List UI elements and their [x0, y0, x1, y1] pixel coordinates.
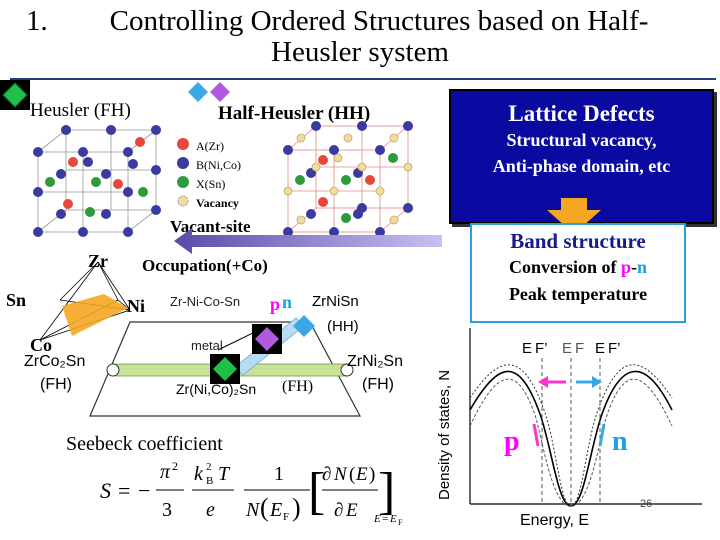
mid-tag: (FH) — [282, 378, 314, 395]
blue-diamond-icon — [293, 315, 315, 337]
svg-text:E: E — [373, 513, 381, 525]
left-formula: ZrCo₂Sn — [24, 353, 86, 370]
svg-text:3: 3 — [162, 499, 172, 521]
svg-text:1: 1 — [274, 463, 284, 485]
hh-tag: (HH) — [327, 318, 359, 335]
page-number: 26 — [640, 498, 653, 510]
svg-text:−: − — [138, 478, 150, 503]
right-formula: ZrNi₂Sn — [347, 353, 403, 370]
svg-text:[: [ — [308, 463, 325, 520]
dos-xlabel: Energy, E — [520, 512, 590, 529]
svg-text:e: e — [206, 499, 215, 521]
band-dash: - — [631, 257, 637, 277]
vacant-site-arrow — [174, 228, 442, 254]
svg-text:): ) — [369, 464, 375, 485]
svg-text:): ) — [292, 493, 301, 522]
svg-text:N: N — [333, 464, 348, 485]
purple-diamond-icon — [252, 324, 282, 354]
ef-right-label: E F’ — [595, 340, 621, 357]
legend-b: B(Ni,Co) — [196, 158, 241, 172]
dos-curve-dashed — [469, 378, 673, 507]
right-tag: (FH) — [362, 376, 394, 393]
svg-text:B: B — [206, 475, 213, 487]
dos-plot — [469, 328, 702, 507]
legend-x: X(Sn) — [196, 177, 226, 191]
svg-text:π: π — [160, 461, 171, 483]
left-tag: (FH) — [40, 376, 72, 393]
element-ni: Ni — [127, 296, 145, 316]
element-zr: Zr — [88, 251, 108, 271]
dos-ylabel: Density of states, N — [436, 369, 453, 500]
band-line1-prefix: Conversion of — [508, 257, 621, 277]
title-line1: Controlling Ordered Structures based on … — [109, 5, 649, 37]
svg-text:E: E — [269, 499, 282, 521]
legend-markers — [177, 138, 189, 207]
lattice-defects-line1: Structural vacancy, — [506, 130, 657, 150]
lattice-defects-line2: Anti-phase domain, etc — [492, 156, 671, 176]
mid-formula: Zr(Ni,Co)₂Sn — [176, 381, 257, 397]
green-diamond-small-icon — [210, 354, 240, 384]
svg-text:S: S — [100, 478, 111, 503]
phase-n: n — [282, 292, 293, 312]
title-number: 1. — [26, 5, 48, 37]
band-structure-box: Band structure Conversion of p-n Peak te… — [470, 223, 686, 323]
phase-p: p — [270, 294, 281, 314]
dos-n-label: n — [612, 426, 628, 457]
fh-label: Heusler (FH) — [30, 100, 131, 121]
legend-a: A(Zr) — [196, 139, 224, 153]
svg-text:F: F — [283, 511, 289, 523]
band-structure-heading: Band structure — [510, 229, 646, 253]
svg-text:E: E — [355, 464, 368, 485]
ef-mid-label: E F — [562, 340, 585, 357]
title-rule — [10, 78, 716, 80]
svg-text:T: T — [218, 463, 231, 485]
band-line1: Conversion of p-n — [472, 254, 684, 281]
hh-label: Half-Heusler (HH) — [218, 103, 371, 124]
orange-down-arrow — [547, 198, 601, 234]
metal-label: metal — [191, 338, 223, 353]
hh-formula: ZrNiSn — [312, 293, 359, 310]
green-diamond-icon — [0, 80, 30, 110]
hh-crystal-structure — [283, 121, 413, 237]
occupation-label: Occupation(+Co) — [142, 256, 268, 275]
dos-curve-dotted — [469, 364, 673, 507]
svg-text:E: E — [389, 513, 397, 525]
plane-label: Zr-Ni-Co-Sn — [170, 294, 241, 309]
ef-left-label: E F’ — [522, 340, 548, 357]
legend: A(Zr) B(Ni,Co) X(Sn) Vacancy — [196, 137, 241, 213]
svg-text:=: = — [118, 478, 130, 503]
fh-crystal-structure — [33, 125, 161, 237]
lattice-defects-heading: Lattice Defects — [508, 101, 655, 126]
band-n: n — [637, 257, 648, 277]
element-sn: Sn — [6, 290, 27, 310]
svg-text:N: N — [245, 499, 261, 521]
svg-text:∂: ∂ — [322, 464, 331, 485]
band-p: p — [620, 257, 631, 277]
svg-text:E: E — [345, 500, 358, 521]
svg-text:2: 2 — [172, 459, 178, 473]
svg-text:∂: ∂ — [334, 500, 343, 521]
title-line2: Heusler system — [271, 36, 449, 68]
phase-n-label: n — [282, 292, 292, 313]
band-line2: Peak temperature — [508, 284, 648, 304]
svg-text:2: 2 — [206, 461, 212, 473]
orange-plane — [62, 294, 128, 336]
svg-text:(: ( — [260, 493, 269, 522]
seebeck-label: Seebeck coefficient — [66, 433, 223, 455]
svg-text:F: F — [398, 518, 403, 527]
dos-p-label: p — [504, 426, 520, 457]
blue-purple-diamond-icon — [188, 82, 230, 102]
element-co: Co — [30, 335, 52, 355]
slide-title: 1. Controlling Ordered Structures based … — [0, 6, 720, 68]
svg-text:k: k — [194, 463, 204, 485]
svg-text:(: ( — [349, 464, 355, 485]
legend-vacancy: Vacancy — [196, 196, 239, 210]
svg-text:=: = — [382, 513, 388, 525]
phase-p-label: p — [270, 294, 280, 315]
svg-text:]: ] — [378, 463, 395, 520]
